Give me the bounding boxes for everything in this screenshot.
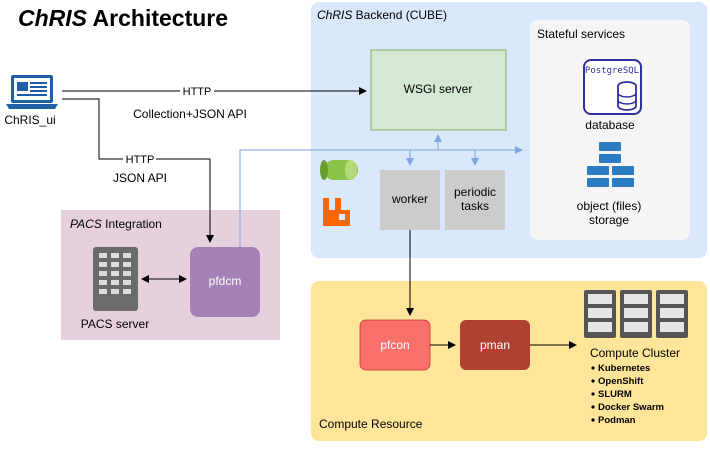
worker-label: worker [391,192,428,206]
compute-cluster-icon [584,290,688,338]
http-label-2: HTTP [126,154,155,166]
pacs-integration-title: PACS Integration [70,217,162,231]
worker-box [380,170,440,230]
pacs-server-label: PACS server [81,317,149,331]
pfdcm-label: pfdcm [209,274,242,288]
laptop-icon [6,75,58,109]
compute-resource-title: Compute Resource [319,417,423,431]
json-api-label: JSON API [113,171,167,185]
postgresql-icon: PostgreSQL [583,59,642,115]
pfdcm-box [190,247,260,317]
wsgi-server-box [370,49,507,131]
pman-label: pman [480,338,510,352]
title-italic: ChRIS [18,5,88,31]
backend-title: ChRIS Backend (CUBE) [317,8,447,22]
chris-ui-label: ChRIS_ui [4,113,55,127]
cluster-item: SLURM [598,389,632,400]
page-title: ChRIS Architecture [18,5,228,31]
rabbitmq-icon [323,198,350,226]
pman-box [460,320,530,370]
stateful-services-title: Stateful services [537,27,625,41]
title-rest: Architecture [87,5,228,31]
compute-cluster-label: Compute Cluster [590,346,680,360]
object-storage-icon [587,142,634,187]
pacs-server-icon [93,247,138,311]
ui-to-pfdcm-arrow [62,98,214,243]
http-label-1: HTTP [183,86,212,98]
storage-label: object (files)storage [577,199,642,227]
cluster-bullet [591,379,595,383]
database-label: database [585,118,635,132]
wsgi-server-label: WSGI server [404,82,473,96]
pfcon-label: pfcon [380,338,409,352]
collection-json-api-label: Collection+JSON API [133,107,247,121]
periodic-tasks-box [445,170,505,230]
message-queue-icon [320,160,358,180]
stateful-services-box [530,20,690,240]
cluster-bullet [591,418,595,422]
cluster-item: Kubernetes [598,363,650,374]
cluster-bullet [591,366,595,370]
cluster-item: OpenShift [598,376,644,387]
cluster-bullet [591,405,595,409]
cluster-bullet [591,392,595,396]
cluster-item: Docker Swarm [598,402,664,413]
cluster-item: Podman [598,415,636,426]
postgres-logo-text: PostgreSQL [585,66,639,76]
pfdcm-to-backend-connector [239,146,523,247]
